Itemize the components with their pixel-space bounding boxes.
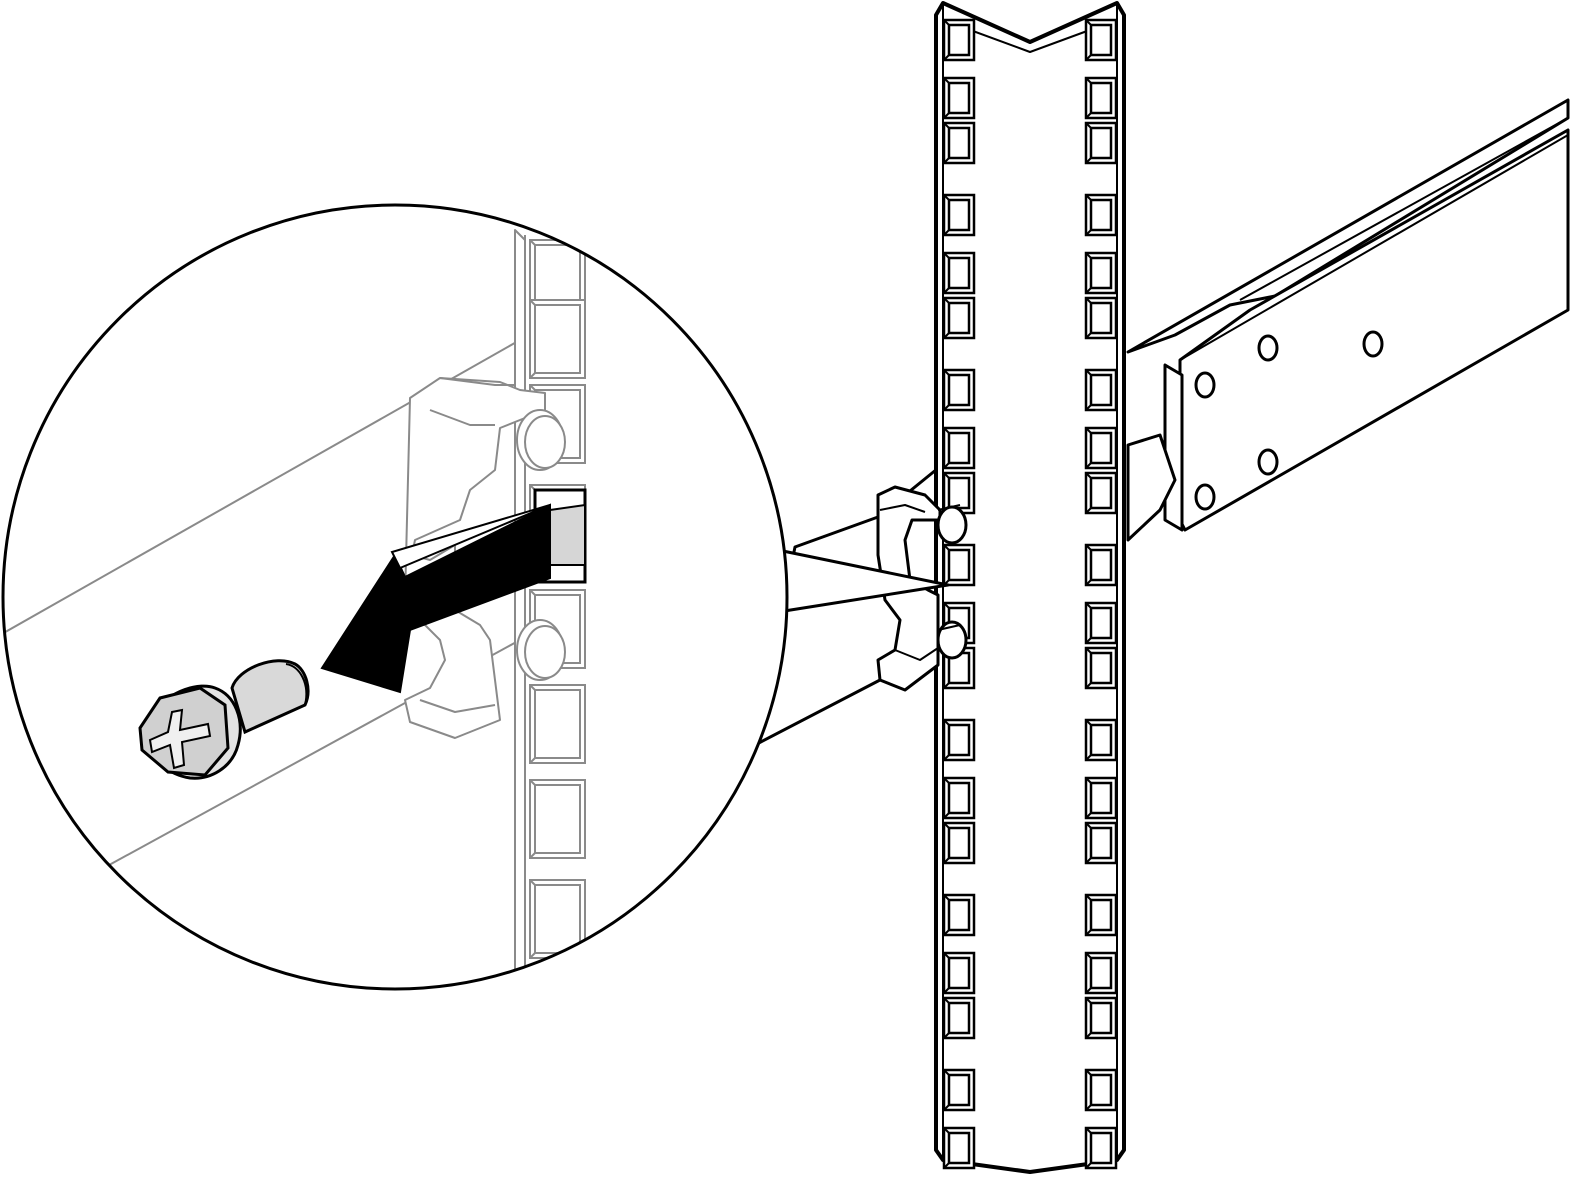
stud-upper: [936, 505, 968, 545]
post-hole-right-bevel: [1085, 19, 1092, 61]
ghost-post-hole: [529, 684, 586, 764]
post-hole-right: [1084, 251, 1118, 295]
post-hole-left-bevel: [943, 252, 950, 294]
post-hole-right: [1084, 718, 1118, 762]
ghost-post-hole-bevel: [529, 684, 536, 764]
post-hole-left: [942, 718, 976, 762]
post-hole-right-bevel: [1085, 297, 1092, 339]
post-hole-right-bevel: [1085, 1127, 1092, 1169]
post-hole-right: [1084, 601, 1118, 645]
rail: [753, 98, 1570, 747]
post-hole-right-bevel: [1085, 602, 1092, 644]
post-hole-left: [942, 471, 976, 515]
post-hole-right-bevel: [1085, 997, 1092, 1039]
post-hole-left: [942, 776, 976, 820]
post-hole-left-bevel: [943, 997, 950, 1039]
post-hole-left-bevel: [943, 1069, 950, 1111]
post-hole-left: [942, 251, 976, 295]
post-hole-right: [1084, 1068, 1118, 1112]
post-hole-left-bevel: [943, 194, 950, 236]
post-hole-right-bevel: [1085, 952, 1092, 994]
post-hole-left-bevel: [943, 952, 950, 994]
post-hole-left-bevel: [943, 427, 950, 469]
post-hole-right: [1084, 76, 1118, 120]
post-hole-right-bevel: [1085, 647, 1092, 689]
post-hole-right: [1084, 296, 1118, 340]
post-hole-right-bevel: [1085, 369, 1092, 411]
post-hole-right-bevel: [1085, 777, 1092, 819]
post-hole-right: [1084, 121, 1118, 165]
screw: [138, 659, 310, 780]
post-hole-left: [942, 893, 976, 937]
stud-lower: [936, 620, 968, 660]
post-holes-right: [1084, 18, 1118, 1170]
ghost-post-hole: [529, 779, 586, 859]
post-hole-left-bevel: [943, 777, 950, 819]
ghost-post-hole-bevel: [529, 299, 536, 379]
post-hole-right: [1084, 18, 1118, 62]
post-hole-left: [942, 996, 976, 1040]
post-hole-left-bevel: [943, 822, 950, 864]
ghost-post-hole: [529, 299, 586, 379]
post-hole-right: [1084, 543, 1118, 587]
post-hole-right-bevel: [1085, 472, 1092, 514]
post-hole-right: [1084, 893, 1118, 937]
post-hole-left-bevel: [943, 297, 950, 339]
post-hole-left-bevel: [943, 19, 950, 61]
removal-arrow: [320, 503, 551, 694]
rail-holes: [1194, 330, 1384, 511]
post-hole-left-bevel: [943, 369, 950, 411]
post-hole-right-bevel: [1085, 719, 1092, 761]
post-hole-left: [942, 296, 976, 340]
post-hole-right-bevel: [1085, 194, 1092, 236]
magnifier-callout: [1, 203, 789, 991]
post-hole-right: [1084, 646, 1118, 690]
ghost-post-holes: [529, 239, 586, 959]
ghost-post-hole-bevel: [529, 879, 536, 959]
post-hole-left: [942, 821, 976, 865]
post-hole-right-bevel: [1085, 77, 1092, 119]
post-hole-right-bevel: [1085, 822, 1092, 864]
ghost-bracket: [404, 377, 566, 739]
post-hole-right: [1084, 426, 1118, 470]
post-holes-left: [942, 18, 976, 1170]
post-hole-right-bevel: [1085, 544, 1092, 586]
post-hole-right-bevel: [1085, 427, 1092, 469]
post-hole-left-bevel: [943, 77, 950, 119]
post-hole-right: [1084, 1126, 1118, 1170]
ghost-post-hole-bevel: [529, 779, 536, 859]
post-hole-left: [942, 368, 976, 412]
post-hole-right: [1084, 996, 1118, 1040]
post-hole-right: [1084, 821, 1118, 865]
post-hole-left: [942, 193, 976, 237]
post-hole-left: [942, 18, 976, 62]
post-hole-right: [1084, 776, 1118, 820]
post-hole-right: [1084, 193, 1118, 237]
post-hole-right-bevel: [1085, 252, 1092, 294]
post-hole-left: [942, 121, 976, 165]
post-hole-left: [942, 426, 976, 470]
rack-post: [934, 1, 1126, 1174]
ghost-post-hole: [529, 879, 586, 959]
post-hole-left-bevel: [943, 719, 950, 761]
post-hole-right: [1084, 951, 1118, 995]
post-hole-right-bevel: [1085, 1069, 1092, 1111]
post-hole-right-bevel: [1085, 894, 1092, 936]
post-hole-left: [942, 1068, 976, 1112]
post-hole-left: [942, 951, 976, 995]
post-hole-left-bevel: [943, 894, 950, 936]
post-hole-left: [942, 76, 976, 120]
post-hole-right-bevel: [1085, 122, 1092, 164]
post-hole-left-bevel: [943, 1127, 950, 1169]
post-hole-left: [942, 1126, 976, 1170]
post-hole-left: [942, 543, 976, 587]
post-hole-right: [1084, 471, 1118, 515]
post-hole-left-bevel: [943, 122, 950, 164]
post-hole-right: [1084, 368, 1118, 412]
